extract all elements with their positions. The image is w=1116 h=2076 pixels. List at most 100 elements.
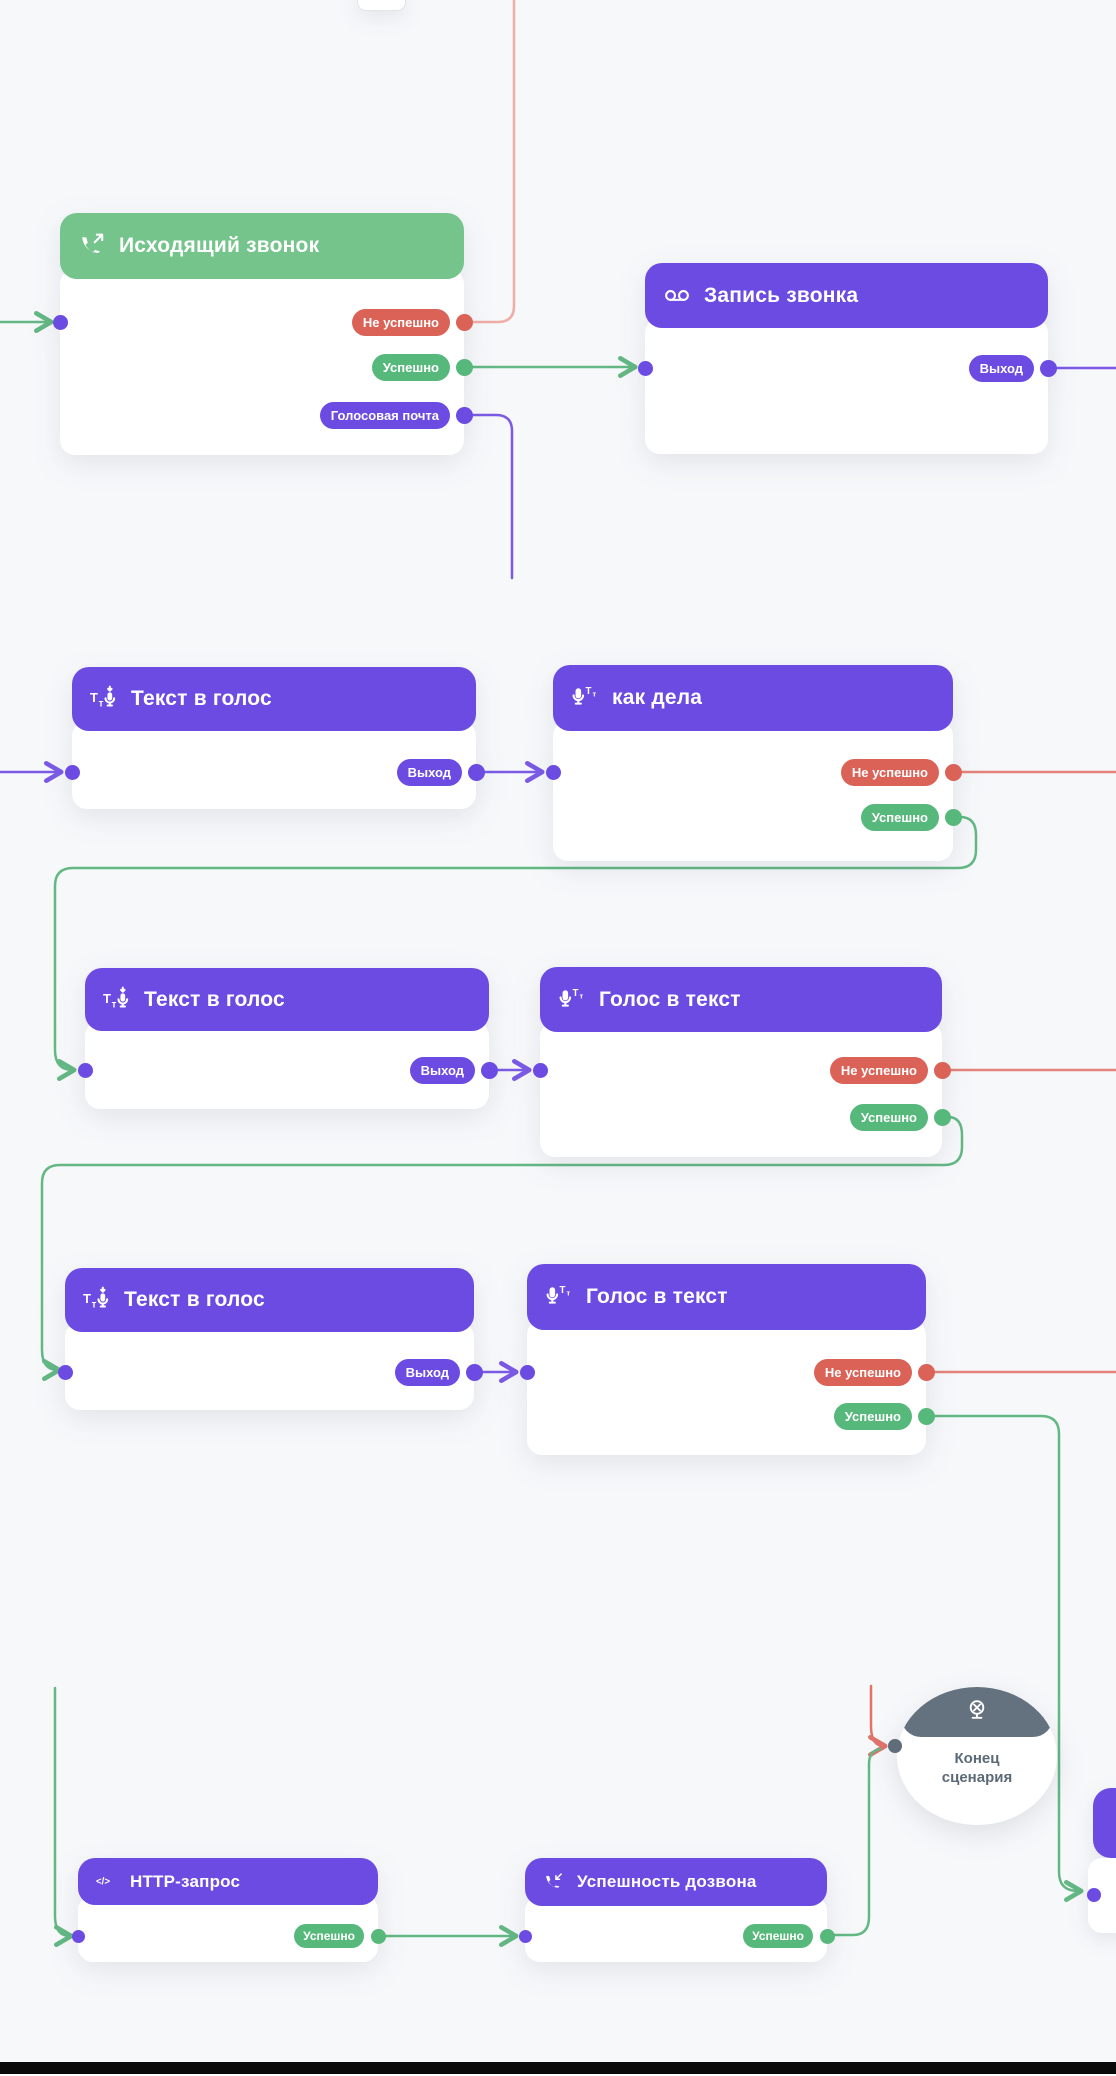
output-port-dot[interactable] bbox=[370, 1928, 386, 1944]
input-port-dot[interactable] bbox=[888, 1739, 902, 1753]
input-port-dot[interactable] bbox=[1087, 1888, 1101, 1902]
output-port-pill[interactable]: Не успешно bbox=[829, 1056, 928, 1084]
output-port-dot[interactable] bbox=[455, 406, 473, 424]
input-port-dot[interactable] bbox=[518, 1929, 532, 1943]
edge-outgoing-fail-up[interactable] bbox=[462, 0, 516, 324]
node-title: Текст в голос bbox=[131, 687, 272, 710]
output-port-dot[interactable] bbox=[944, 808, 962, 826]
output-port-pill[interactable]: Выход bbox=[396, 758, 462, 786]
output-port-dot[interactable] bbox=[480, 1061, 498, 1079]
svg-text:т: т bbox=[92, 1300, 97, 1311]
node-body bbox=[645, 318, 1048, 454]
input-port-dot[interactable] bbox=[64, 764, 80, 780]
input-port-dot[interactable] bbox=[519, 1364, 535, 1380]
output-port-dot[interactable] bbox=[917, 1407, 935, 1425]
end-call-icon bbox=[962, 1698, 992, 1728]
output-port-dot[interactable] bbox=[819, 1928, 835, 1944]
svg-text:T: T bbox=[83, 1291, 91, 1306]
input-port-dot[interactable] bbox=[637, 360, 653, 376]
edge-stt1-success-loop[interactable] bbox=[40, 1115, 964, 1381]
node-title: Успешность дозвона bbox=[577, 1872, 757, 1891]
svg-text:т: т bbox=[112, 999, 117, 1010]
partial-node-top bbox=[357, 0, 406, 11]
node-title: Голос в текст bbox=[599, 987, 741, 1011]
output-port-dot[interactable] bbox=[944, 763, 962, 781]
output-port-pill[interactable]: Не успешно bbox=[813, 1358, 912, 1386]
output-port-pill[interactable]: Успешно bbox=[833, 1402, 912, 1430]
edge-red-into-end[interactable] bbox=[867, 1684, 888, 1757]
output-port-dot[interactable] bbox=[933, 1108, 951, 1126]
output-port-dot[interactable] bbox=[455, 313, 473, 331]
output-port-pill[interactable]: Не успешно bbox=[840, 758, 939, 786]
svg-text:т: т bbox=[580, 991, 584, 1000]
svg-text:T: T bbox=[573, 988, 579, 999]
end-node-label-line2: сценария bbox=[941, 1769, 1013, 1786]
output-port-pill[interactable]: Выход bbox=[394, 1358, 460, 1386]
output-port-dot[interactable] bbox=[917, 1363, 935, 1381]
end-node-header bbox=[901, 1687, 1053, 1737]
output-port-pill[interactable]: Выход bbox=[409, 1056, 475, 1084]
node-title: Текст в голос bbox=[144, 987, 285, 1011]
node-title: как дела bbox=[612, 686, 703, 709]
output-port-pill[interactable]: Не успешно bbox=[351, 308, 450, 336]
output-port-pill[interactable]: Выход bbox=[968, 354, 1034, 382]
output-port-pill[interactable]: Успешно bbox=[743, 1924, 813, 1948]
node-header: Успешность дозвона bbox=[525, 1858, 827, 1906]
input-port-dot[interactable] bbox=[532, 1062, 548, 1078]
svg-text:т: т bbox=[593, 689, 597, 698]
node-title: Текст в голос bbox=[124, 1288, 265, 1311]
input-port-dot[interactable] bbox=[71, 1929, 85, 1943]
edge-callsuccess-up-to-end[interactable] bbox=[829, 1747, 882, 1937]
output-port-pill[interactable]: Успешно bbox=[371, 353, 450, 381]
output-port-pill[interactable]: Голосовая почта bbox=[319, 401, 450, 429]
node-header: Исходящий звонок bbox=[60, 213, 464, 279]
output-port-dot[interactable] bbox=[465, 1363, 483, 1381]
edge-stt2-success-down[interactable] bbox=[928, 1414, 1084, 1902]
edge-left-into-http[interactable] bbox=[53, 1686, 74, 1947]
svg-text:T: T bbox=[586, 686, 592, 697]
svg-text:</>: </> bbox=[96, 1877, 110, 1888]
input-port-dot[interactable] bbox=[52, 314, 68, 330]
node-body bbox=[527, 1320, 926, 1455]
output-port-pill[interactable]: Успешно bbox=[860, 803, 939, 831]
svg-text:T: T bbox=[560, 1285, 566, 1296]
output-port-pill[interactable]: Успешно bbox=[294, 1924, 364, 1948]
input-port-dot[interactable] bbox=[57, 1364, 73, 1380]
code-icon: </> bbox=[96, 1871, 117, 1892]
voicemail-icon bbox=[663, 282, 691, 310]
edge-voicemail-dangling[interactable] bbox=[462, 413, 514, 580]
output-port-pill[interactable]: Успешно bbox=[849, 1103, 928, 1131]
output-port-dot[interactable] bbox=[455, 358, 473, 376]
node-title: Голос в текст bbox=[586, 1285, 728, 1308]
edge-howareyou-success-loop[interactable] bbox=[53, 815, 978, 1081]
output-port-dot[interactable] bbox=[467, 763, 485, 781]
input-port-dot[interactable] bbox=[545, 764, 561, 780]
output-port-dot[interactable] bbox=[933, 1061, 951, 1079]
input-port-dot[interactable] bbox=[77, 1062, 93, 1078]
output-port-dot[interactable] bbox=[1039, 359, 1057, 377]
bottom-strip bbox=[0, 2074, 1116, 2076]
call-success-icon bbox=[543, 1872, 564, 1893]
